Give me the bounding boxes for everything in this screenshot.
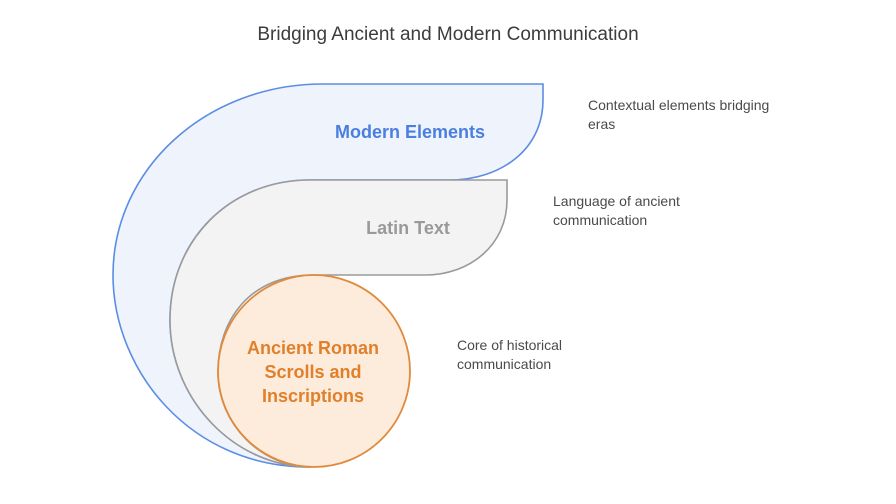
latin-text-label: Latin Text (366, 218, 450, 238)
modern-elements-label: Modern Elements (335, 122, 485, 142)
modern-elements-description: Contextual elements bridging eras (588, 97, 770, 132)
ancient-roman-label-line-2: Scrolls and (264, 362, 361, 382)
ancient-roman-description: Core of historical communication (457, 337, 563, 372)
ancient-roman-label-line-1: Ancient Roman (247, 338, 379, 358)
latin-text-description: Language of ancient communication (553, 193, 680, 228)
ancient-roman-scrolls-circle (217, 274, 411, 468)
diagram-title: Bridging Ancient and Modern Communicatio… (257, 24, 639, 45)
ancient-roman-label-line-3: Inscriptions (262, 386, 364, 406)
